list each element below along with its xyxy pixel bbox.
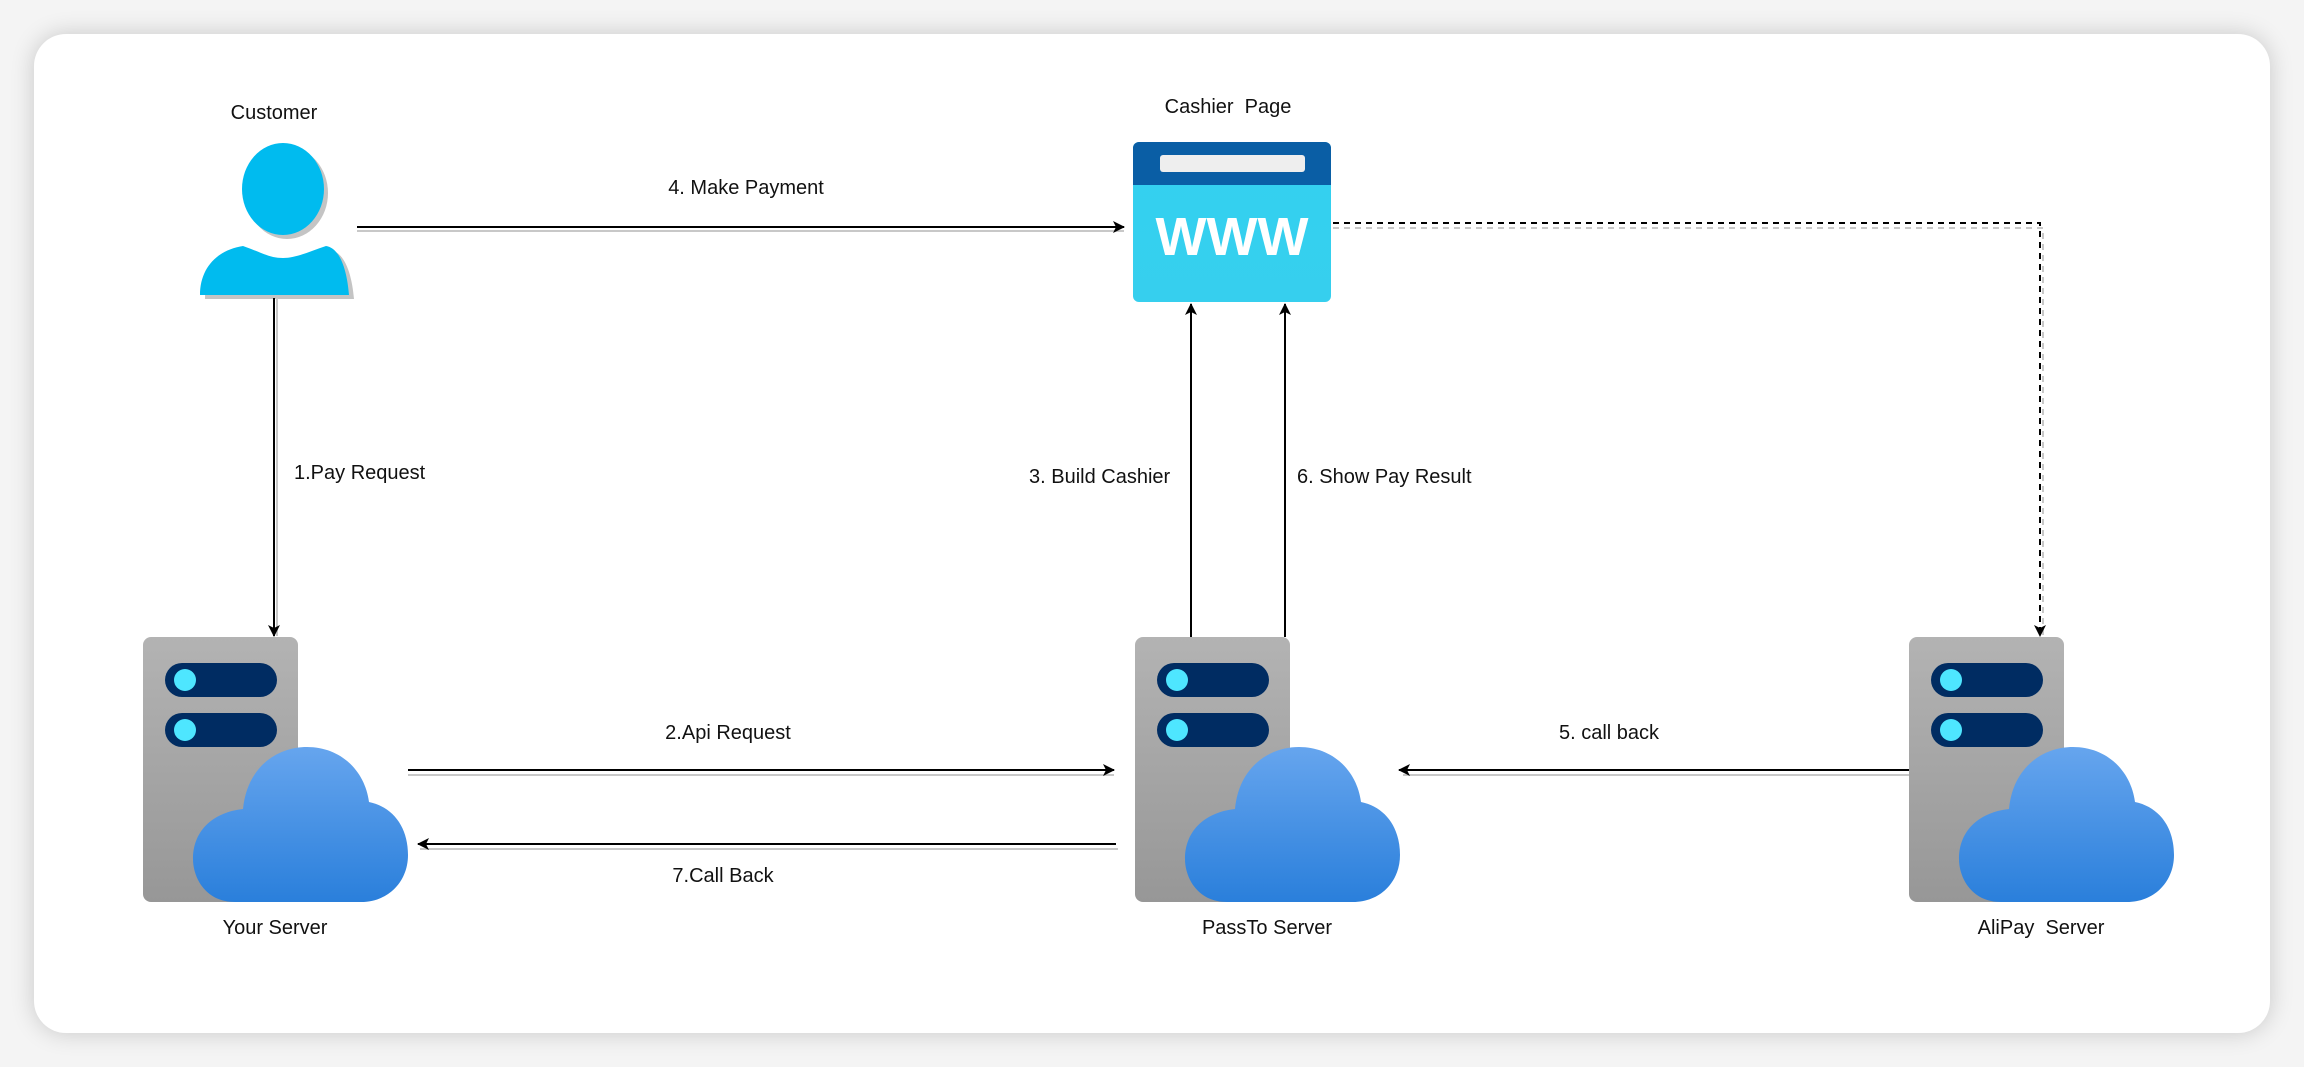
pay-request-label: 1.Pay Request [294,462,426,484]
show-pay-result-label: 6. Show Pay Result [1297,466,1472,488]
passto-server-label: PassTo Server [1201,917,1333,939]
your-server-label: Your Server [222,917,328,939]
edge-api-request [408,764,1115,776]
api-request-label: 2.Api Request [665,722,791,744]
call-back-7-label: 7.Call Back [672,865,774,887]
customer-label: Customer [230,102,318,124]
build-cashier-label: 3. Build Cashier [1029,466,1171,488]
call-back-5-label: 5. call back [1558,722,1660,744]
customer-user-icon [200,143,354,299]
edge-call-back-5 [1398,764,1909,776]
edge-pay-request [268,298,280,637]
www-glyph: WWW [1156,207,1309,267]
alipay-server-label: AliPay Server [1977,917,2105,939]
make-payment-label: 4. Make Payment [668,177,824,199]
cashier-page-web-icon: WWW [1133,142,1331,302]
alipay-server-cloud-icon [1909,637,2174,902]
cashier-page-label: Cashier Page [1164,96,1292,118]
edge-call-back-7 [417,838,1118,850]
edge-cashier-to-alipay [1333,222,2046,637]
passto-server-cloud-icon [1135,637,1400,902]
your-server-cloud-icon [143,637,408,902]
edge-make-payment [357,221,1125,233]
